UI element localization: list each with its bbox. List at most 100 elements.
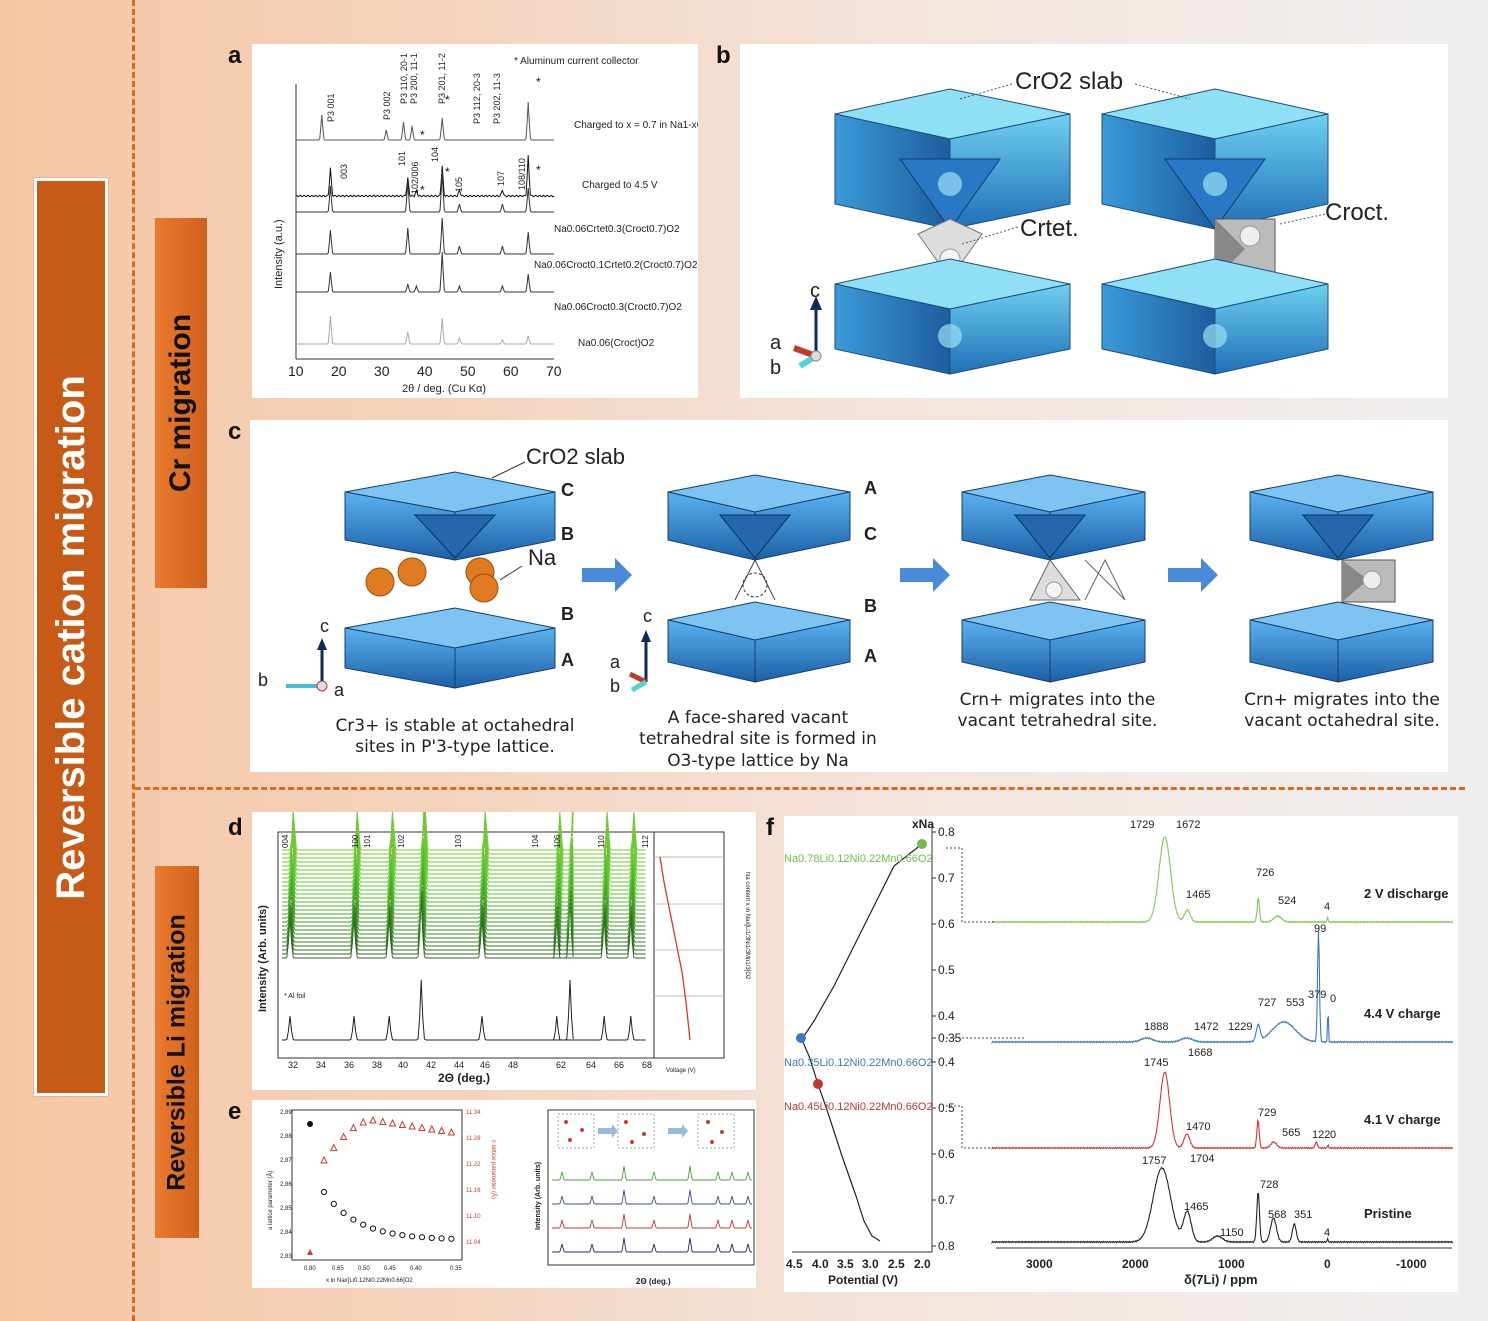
panel-f-potential-curve <box>801 843 923 1242</box>
panel-e-right-ylabel: c lattice parameter (Å) <box>490 1140 497 1199</box>
panel-a-trace-label: Na0.06Croct0.3(Croct0.7)O2 <box>554 302 682 313</box>
panel-f-peak-label: 1888 <box>1144 1021 1168 1033</box>
panel-a-xtick: 40 <box>417 363 433 379</box>
panel-f-pot-tick: 3.0 <box>862 1257 879 1271</box>
panel-f-spectrum <box>991 931 1454 1044</box>
panel-a-trace-label: Na0.06(Croct)O2 <box>578 338 655 349</box>
panel-c: CrO2 slab Na C B B A c b a <box>250 420 1448 772</box>
panel-e-c-point <box>408 1121 417 1130</box>
panel-f-peak-label: 4 <box>1324 901 1330 913</box>
panel-d-pattern-line <box>282 846 646 907</box>
panel-f-spectrum <box>991 836 1454 924</box>
panel-d-pattern-line <box>282 813 646 871</box>
panel-f-ppm-tick: 0 <box>1324 1257 1331 1271</box>
panel-c-axis-label: a <box>334 680 345 700</box>
panel-a-peak-label: 003 <box>339 164 349 179</box>
panel-f-peak-label: 0 <box>1330 1129 1336 1141</box>
panel-e-xlabel: x in Nax[Li0.12Ni0.22Mn0.66]O2 <box>326 1278 413 1284</box>
panel-f-peak-label: 1745 <box>1144 1057 1168 1069</box>
panel-d-pattern-line <box>282 850 646 911</box>
panel-f-ppm-tick: 1000 <box>1218 1257 1245 1271</box>
horizontal-divider <box>135 787 1465 790</box>
svg-text:*: * <box>420 183 425 197</box>
section-li-label: Reversible Li migration <box>162 913 191 1191</box>
panel-a-peak-label: P3 202, 11-3 <box>492 73 502 124</box>
panel-f-peak-label: 729 <box>1258 1107 1276 1119</box>
panel-b-axis-a: a <box>770 332 782 354</box>
panel-d-pattern-line <box>282 842 646 903</box>
panel-label-a: a <box>228 42 242 69</box>
panel-e-left-ylabel: a lattice parameter (Å) <box>267 1171 274 1230</box>
panel-f-marker-41v <box>813 1079 823 1089</box>
panel-f-potential-label: Potential (V) <box>828 1273 898 1287</box>
panel-e-c-point <box>427 1124 436 1133</box>
panel-a-trace <box>296 217 554 255</box>
panel-a-peak-label: 105 <box>454 177 464 192</box>
panel-d-reference-pattern <box>282 979 646 1041</box>
side-title: Reversible cation migration <box>48 374 93 900</box>
panel-e-left-ytick: 2.85 <box>280 1206 292 1212</box>
panel-b-right-stack <box>1101 88 1329 375</box>
panel-e: 2.89 2.88 2.87 2.86 2.85 2.84 2.83 11.34… <box>252 1100 756 1288</box>
panel-d-right-ylabel: Na content x in Nax[Li1/3Ni1/3Mn1/3]O2 <box>744 872 750 980</box>
panel-f-peak-label: 1757 <box>1142 1155 1166 1167</box>
panel-c-layer-label: A <box>864 646 877 666</box>
panel-c-arrow-1 <box>582 558 632 592</box>
panel-d-xtick: 42 <box>426 1060 436 1070</box>
panel-e-xtick: 0.65 <box>332 1266 344 1272</box>
panel-a-xtick: 60 <box>503 363 519 379</box>
panel-e-right-ytick: 11.28 <box>466 1136 481 1142</box>
panel-f-peak-label: 99 <box>1314 923 1326 935</box>
panel-c-axis-label: c <box>320 616 329 636</box>
panel-c-stage-3 <box>961 474 1146 683</box>
vertical-divider <box>132 0 135 1321</box>
panel-c-layer-label: B <box>561 604 574 624</box>
panel-f-peak-label: 568 <box>1268 1209 1286 1221</box>
panel-b-tet-label: Crtet. <box>1020 215 1079 242</box>
panel-d-peak-label: 104 <box>531 834 540 848</box>
panel-a-peak-label: 102/006 <box>410 161 420 194</box>
side-title-banner: Reversible cation migration <box>34 178 108 1096</box>
panel-e-c-point <box>339 1132 348 1140</box>
panel-d-pattern-line <box>282 794 646 855</box>
panel-b-axes: c a b <box>770 280 822 379</box>
panel-c-stage-1: CrO2 slab Na C B B A c b a <box>258 444 625 700</box>
panel-a-xtick: 50 <box>460 363 476 379</box>
panel-f-comp-label: Na0.78Li0.12Ni0.22Mn0.66O2 <box>784 853 933 865</box>
panel-d-peak-label: 100 <box>351 834 360 848</box>
panel-label-e: e <box>228 1098 242 1125</box>
panel-f-peak-label: 1668 <box>1188 1047 1212 1059</box>
panel-e-a-point <box>360 1221 367 1228</box>
section-li-banner: Reversible Li migration <box>155 866 199 1238</box>
panel-e-a-point <box>379 1228 386 1235</box>
panel-f-spectrum-name: Pristine <box>1364 1206 1412 1221</box>
panel-e-c-point <box>359 1117 368 1126</box>
panel-d-note: * Al foil <box>284 993 306 1000</box>
panel-a-xtick: 70 <box>546 363 562 379</box>
panel-f-peak-label: 1729 <box>1130 819 1154 831</box>
panel-d-waterfall <box>282 791 646 959</box>
panel-e-xrd-line <box>552 1189 752 1205</box>
panel-c-na-label: Na <box>528 545 557 570</box>
panel-a-peak-label: 104 <box>430 147 440 162</box>
panel-a-xtick: 20 <box>331 363 347 379</box>
panel-a: * Aluminum current collector Intensity (… <box>252 44 721 398</box>
panel-c-layer-label: A <box>561 650 574 670</box>
panel-c-axis-label: b <box>258 670 268 690</box>
panel-e-c-point <box>447 1127 456 1136</box>
section-cr-label: Cr migration <box>164 313 198 493</box>
panel-f-ppm-tick: 2000 <box>1122 1257 1149 1271</box>
panel-f-peak-label: 728 <box>1260 1179 1278 1191</box>
panel-f-xna-tick: 0.4 <box>938 1009 955 1023</box>
panel-d-pattern-line <box>282 880 646 931</box>
panel-c-slab-label: CrO2 slab <box>526 444 625 469</box>
panel-c-layer-label: C <box>561 480 574 500</box>
panel-f-spectrum-name: 2 V discharge <box>1364 886 1449 901</box>
panel-e-xrd-xlabel: 2Θ (deg.) <box>636 1277 671 1286</box>
panel-d-pattern-line <box>282 854 646 915</box>
panel-f-pot-tick: 3.5 <box>837 1257 854 1271</box>
panel-f-xna-tick: 0.5 <box>938 963 955 977</box>
panel-a-xticks: 10 20 30 40 50 60 70 <box>288 363 562 379</box>
panel-b-axis-c: c <box>810 280 820 302</box>
